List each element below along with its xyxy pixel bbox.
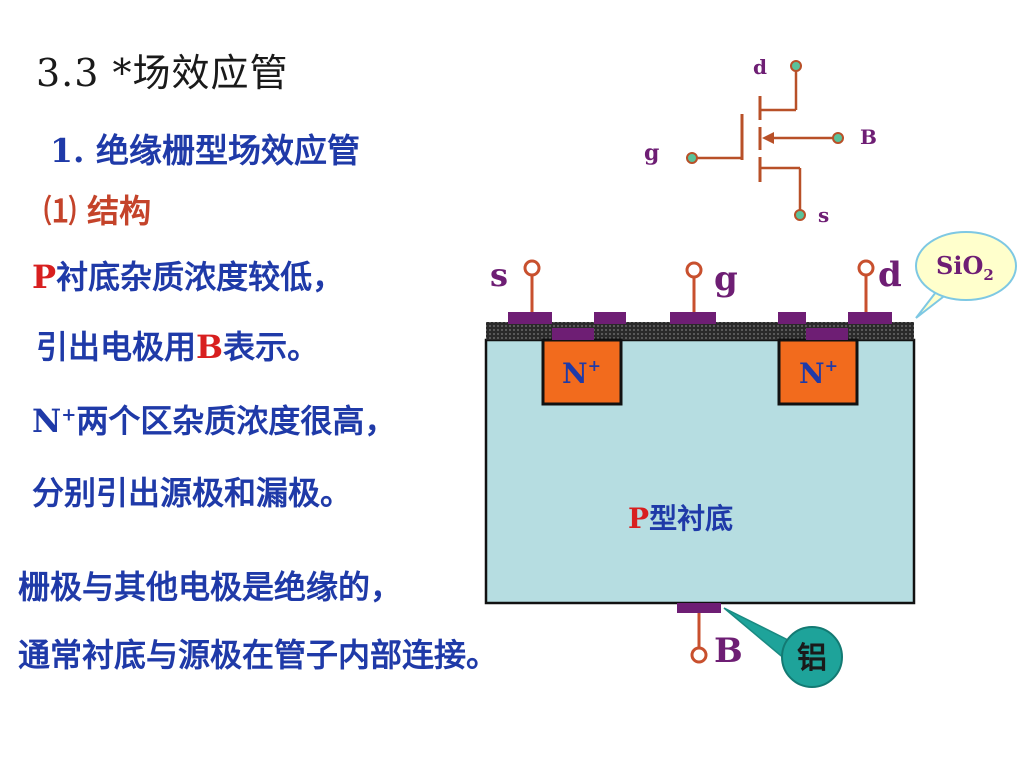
source-contact [552,328,594,340]
symbol-drain-terminal [790,60,802,72]
section-heading-text: 绝缘栅型场效应管 [95,131,360,170]
mosfet-symbol: d g B s [644,55,877,227]
section-number: 1. [50,131,85,170]
emphasis-p: P [32,258,57,296]
text-line-2: 引出电极用B表示。 [36,322,319,368]
n-plus-left-label: N+ [562,356,601,390]
aluminum-callout-label: 铝 [797,641,827,676]
oxide-callout: SiO2 [915,231,1017,319]
drain-metal-left [778,312,806,324]
gate-label: g [714,259,738,299]
drain-label: d [878,255,902,295]
symbol-gate-terminal [686,152,698,164]
symbol-bulk-terminal [832,132,844,144]
n-plus-region-left [541,338,623,406]
text-line-1-rest: 衬底杂质浓度较低， [56,258,345,296]
symbol-gate-label: g [644,140,659,166]
oxide-callout-label: SiO2 [936,251,994,284]
symbol-source-terminal [794,209,806,221]
text-line-3-lead: N [32,402,62,440]
symbol-bulk-label: B [860,125,877,149]
text-line-4: 分别引出源极和漏极。 [32,474,353,512]
text-line-1: P衬底杂质浓度较低， [32,252,344,298]
mosfet-cross-section: s g d B N+ N+ P型衬底 [484,255,916,671]
oxide-callout-bubble [915,231,1017,301]
source-label: s [490,256,508,294]
text-line-3: N+两个区杂质浓度很高， [32,396,396,442]
text-line-6: 通常衬底与源极在管子内部连接。 [18,636,499,674]
gate-metal [670,312,716,324]
text-line-2-post: 表示。 [223,328,320,366]
text-line-5: 栅极与其他电极是绝缘的， [18,568,403,606]
subsection-heading: ⑴ 结构 [44,192,152,230]
bulk-label: B [714,631,743,671]
source-metal-right [594,312,626,324]
bulk-metal [677,603,721,613]
n-plus-region-right [777,338,859,406]
drain-contact [806,328,848,340]
oxide-layer [486,322,914,340]
n-plus-right-label: N+ [799,356,838,390]
bulk-terminal [690,646,708,664]
symbol-drain-label: d [753,55,767,79]
substrate-label: P型衬底 [628,502,733,535]
symbol-bulk-arrow-icon [762,132,774,144]
text-line-2-pre: 引出电极用 [36,328,197,366]
aluminum-callout: 铝 [723,607,843,688]
drain-terminal [857,259,875,277]
emphasis-b: B [196,328,224,366]
section-heading: 1. 绝缘栅型场效应管 [50,124,360,172]
slide-title: 3.3 *场效应管 [36,51,289,95]
text-line-3-sup: + [61,404,77,426]
drain-metal [848,312,892,324]
source-terminal [523,259,541,277]
text-line-3-rest: 两个区杂质浓度很高， [76,402,397,440]
aluminum-callout-circle [781,626,843,688]
gate-terminal [685,261,703,279]
symbol-source-label: s [818,203,829,227]
source-metal [508,312,552,324]
